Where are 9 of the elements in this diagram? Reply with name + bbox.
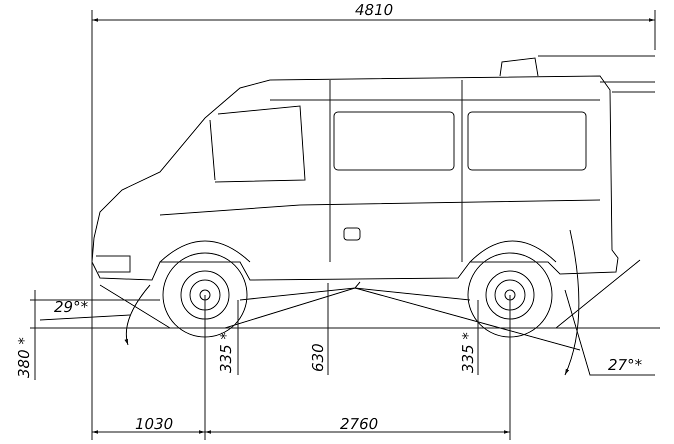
angle-value: 29°* bbox=[54, 299, 88, 315]
dimension-value: 2760 bbox=[340, 416, 378, 432]
dimension-value: 1030 bbox=[135, 416, 174, 432]
dimension-value: 335 * bbox=[460, 332, 476, 373]
dimension-value: 380 * bbox=[16, 337, 32, 378]
dimension-value: 335 * bbox=[218, 332, 234, 373]
angle-value: 27°* bbox=[608, 357, 642, 373]
dimension-value: 630 bbox=[310, 343, 326, 372]
dimension-value: 4810 bbox=[355, 2, 394, 18]
